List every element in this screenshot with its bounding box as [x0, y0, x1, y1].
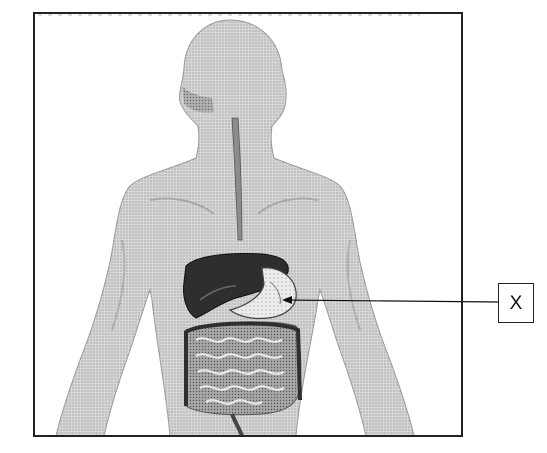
diagram-frame — [33, 12, 463, 437]
label-box: X — [498, 283, 534, 323]
label-x: X — [510, 294, 523, 313]
